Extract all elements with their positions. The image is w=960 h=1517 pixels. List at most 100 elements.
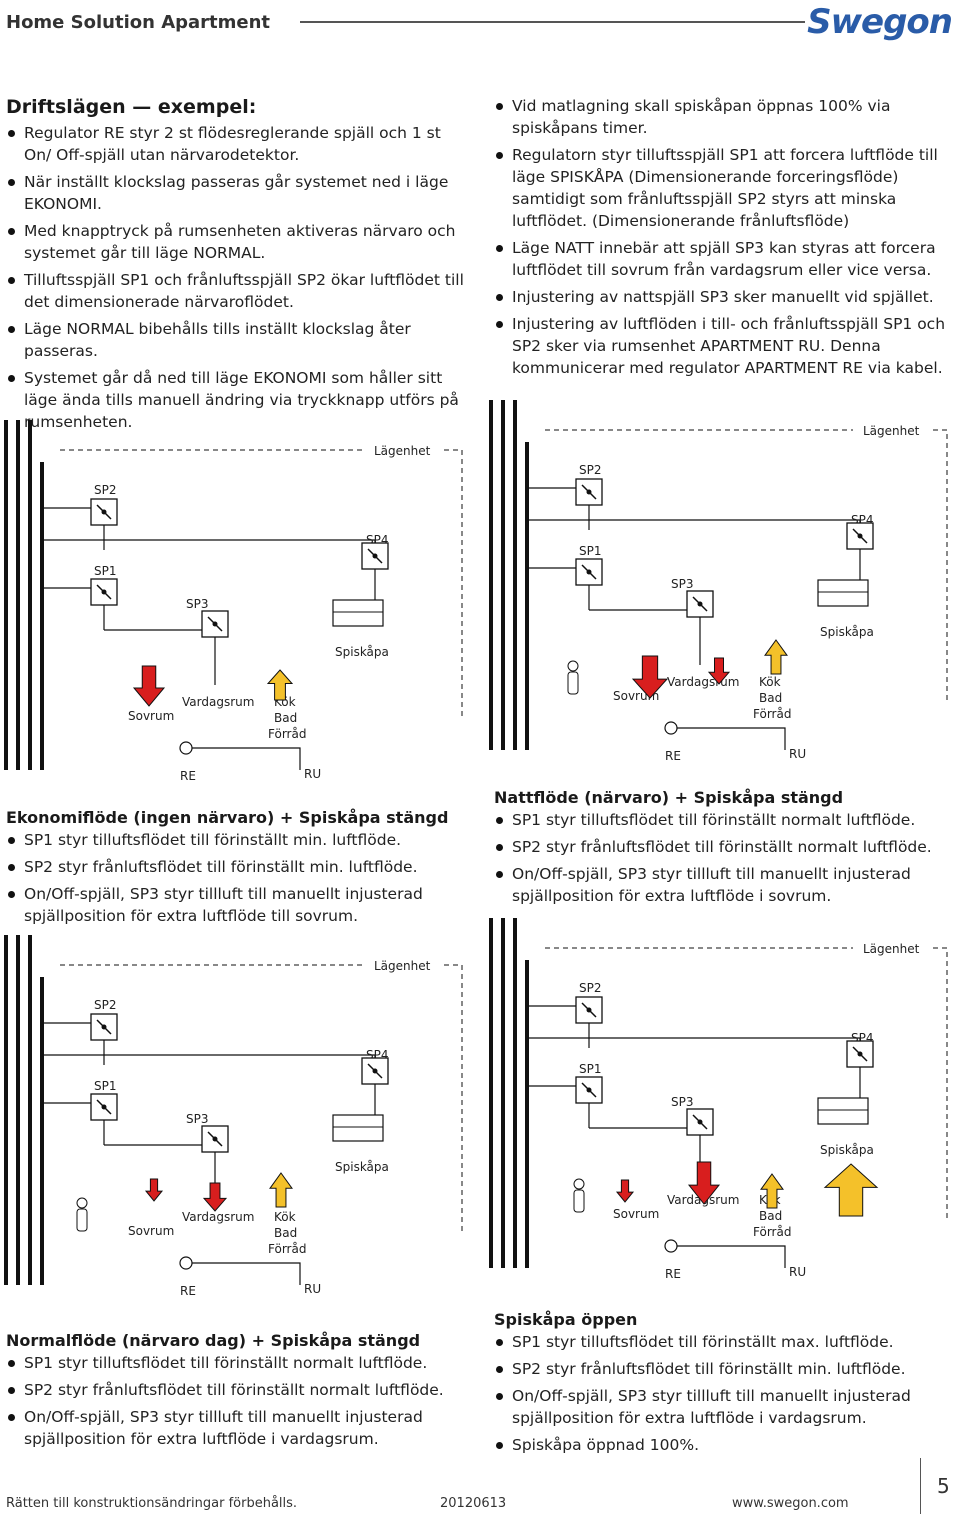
footer-date: 20120613 bbox=[440, 1496, 507, 1511]
supply-arrow-bedroom bbox=[631, 655, 669, 699]
footer-rule bbox=[920, 1458, 921, 1514]
hood-label: Spiskåpa bbox=[820, 625, 874, 639]
list-item: Läge NORMAL bibehålls tills inställt klo… bbox=[6, 318, 471, 362]
swegon-logo: Swegon bbox=[807, 2, 953, 42]
supply-arrow-bedroom bbox=[615, 1179, 635, 1203]
re-controller-icon bbox=[179, 1256, 193, 1270]
sp1-label: SP1 bbox=[579, 1062, 602, 1076]
room-living-label: Vardagsrum bbox=[182, 695, 254, 709]
sp3-damper-pivot bbox=[212, 621, 218, 627]
room-bath-label: Bad bbox=[759, 1209, 782, 1223]
list-item: SP1 styr tilluftsflödet till förinställt… bbox=[494, 1331, 959, 1353]
footer-url[interactable]: www.swegon.com bbox=[732, 1496, 849, 1511]
list-item: SP1 styr tilluftsflödet till förinställt… bbox=[6, 829, 471, 851]
sp1-label: SP1 bbox=[94, 564, 117, 578]
sp1-label: SP1 bbox=[579, 544, 602, 558]
room-kitchen-label: Kök bbox=[274, 1210, 296, 1224]
supply-arrow-bedroom bbox=[144, 1178, 164, 1202]
sp3-label: SP3 bbox=[186, 1112, 209, 1126]
list-item: SP1 styr tilluftsflödet till förinställt… bbox=[494, 809, 959, 831]
room-storage-label: Förråd bbox=[268, 727, 306, 741]
supply-arrow-living bbox=[687, 1161, 721, 1205]
sp2-damper-pivot bbox=[101, 509, 107, 515]
hood-label: Spiskåpa bbox=[335, 645, 389, 659]
person-icon bbox=[573, 1178, 585, 1190]
case-heading: Normalflöde (närvaro dag) + Spiskåpa stä… bbox=[6, 1331, 421, 1350]
supply-arrow-bedroom bbox=[132, 665, 166, 707]
exhaust-arrow-kitchen bbox=[760, 1173, 784, 1209]
list-item: On/Off-spjäll, SP3 styr tillluft till ma… bbox=[6, 1406, 471, 1450]
room-bedroom-label: Sovrum bbox=[128, 709, 174, 723]
sp4-duct bbox=[527, 1037, 861, 1098]
header-rule bbox=[300, 21, 805, 23]
exhaust-arrow-kitchen bbox=[266, 669, 294, 701]
re-ru-cable bbox=[677, 727, 786, 750]
sp3-duct bbox=[589, 1127, 701, 1183]
sp1-damper-pivot bbox=[586, 1087, 592, 1093]
person-icon bbox=[567, 660, 579, 672]
page-number: 5 bbox=[937, 1474, 950, 1498]
intro-left: Driftslägen — exempel: Regulator RE styr… bbox=[6, 96, 471, 438]
case-normal: Normalflöde (närvaro dag) + Spiskåpa stä… bbox=[6, 1331, 471, 1455]
list-item: SP2 styr frånluftsflödet till förinställ… bbox=[6, 856, 471, 878]
intro-left-list: Regulator RE styr 2 st flödesreglerande … bbox=[6, 122, 471, 433]
sp2-label: SP2 bbox=[94, 998, 117, 1012]
list-item: Tilluftsspjäll SP1 och frånluftsspjäll S… bbox=[6, 269, 471, 313]
sp3-damper-pivot bbox=[697, 601, 703, 607]
room-bedroom-label: Sovrum bbox=[613, 1207, 659, 1221]
sp3-label: SP3 bbox=[671, 577, 694, 591]
sp1-damper-pivot bbox=[586, 569, 592, 575]
sp4-damper-pivot bbox=[857, 1051, 863, 1057]
room-bath-label: Bad bbox=[759, 691, 782, 705]
hood-icon bbox=[332, 1114, 384, 1142]
ru-label: RU bbox=[304, 767, 321, 781]
hood-icon bbox=[817, 1097, 869, 1125]
case-night: Nattflöde (närvaro) + Spiskåpa stängd SP… bbox=[494, 788, 959, 912]
apartment-label: Lägenhet bbox=[863, 424, 920, 438]
list-item: Regulatorn styr tilluftsspjäll SP1 att f… bbox=[494, 144, 959, 232]
sp2-label: SP2 bbox=[579, 463, 602, 477]
apartment-label: Lägenhet bbox=[374, 444, 431, 458]
sp4-damper bbox=[846, 1040, 874, 1068]
intro-heading: Driftslägen — exempel: bbox=[6, 96, 257, 118]
sp2-label: SP2 bbox=[94, 483, 117, 497]
apartment-boundary bbox=[545, 429, 948, 700]
sp1-damper-pivot bbox=[101, 589, 107, 595]
list-item: Systemet går då ned till läge EKONOMI so… bbox=[6, 367, 471, 433]
list-item: När inställt klockslag passeras går syst… bbox=[6, 171, 471, 215]
supply-arrow-living bbox=[202, 1182, 228, 1212]
room-living-label: Vardagsrum bbox=[667, 675, 739, 689]
sp2-damper-pivot bbox=[101, 1024, 107, 1030]
room-bath-label: Bad bbox=[274, 711, 297, 725]
diagram-normal: LägenhetSP2SP1SP3SP4SpiskåpaSovrumVardag… bbox=[4, 935, 463, 1298]
room-storage-label: Förråd bbox=[753, 707, 791, 721]
list-item: SP1 styr tilluftsflödet till förinställt… bbox=[6, 1352, 471, 1374]
sp3-label: SP3 bbox=[186, 597, 209, 611]
re-label: RE bbox=[180, 1284, 196, 1298]
footer-disclaimer: Rätten till konstruktionsändringar förbe… bbox=[6, 1496, 298, 1511]
case-heading: Nattflöde (närvaro) + Spiskåpa stängd bbox=[494, 788, 844, 807]
case-hood-open: Spiskåpa öppen SP1 styr tilluftsflödet t… bbox=[494, 1310, 959, 1461]
list-item: Spiskåpa öppnad 100%. bbox=[494, 1434, 959, 1456]
list-item: SP2 styr frånluftsflödet till förinställ… bbox=[494, 836, 959, 858]
list-item: On/Off-spjäll, SP3 styr tillluft till ma… bbox=[6, 883, 471, 927]
hood-icon bbox=[332, 599, 384, 627]
exhaust-arrow-kitchen bbox=[764, 639, 788, 675]
re-ru-cable bbox=[677, 1245, 786, 1268]
case-heading: Spiskåpa öppen bbox=[494, 1310, 638, 1329]
person-icon bbox=[76, 1197, 88, 1209]
apartment-label: Lägenhet bbox=[374, 959, 431, 973]
supply-arrow-living bbox=[707, 657, 731, 685]
list-item: Regulator RE styr 2 st flödesreglerande … bbox=[6, 122, 471, 166]
sp4-damper-pivot bbox=[372, 553, 378, 559]
ru-label: RU bbox=[304, 1282, 321, 1296]
re-label: RE bbox=[180, 769, 196, 783]
sp4-damper-pivot bbox=[372, 1068, 378, 1074]
room-bedroom-label: Sovrum bbox=[128, 1224, 174, 1238]
diagram-night: LägenhetSP2SP1SP3SP4SpiskåpaSovrumVardag… bbox=[489, 400, 948, 763]
list-item: Med knapptryck på rumsenheten aktiveras … bbox=[6, 220, 471, 264]
room-storage-label: Förråd bbox=[268, 1242, 306, 1256]
exhaust-arrow-kitchen bbox=[269, 1172, 293, 1208]
re-controller-icon bbox=[179, 741, 193, 755]
sp4-duct bbox=[527, 519, 861, 580]
